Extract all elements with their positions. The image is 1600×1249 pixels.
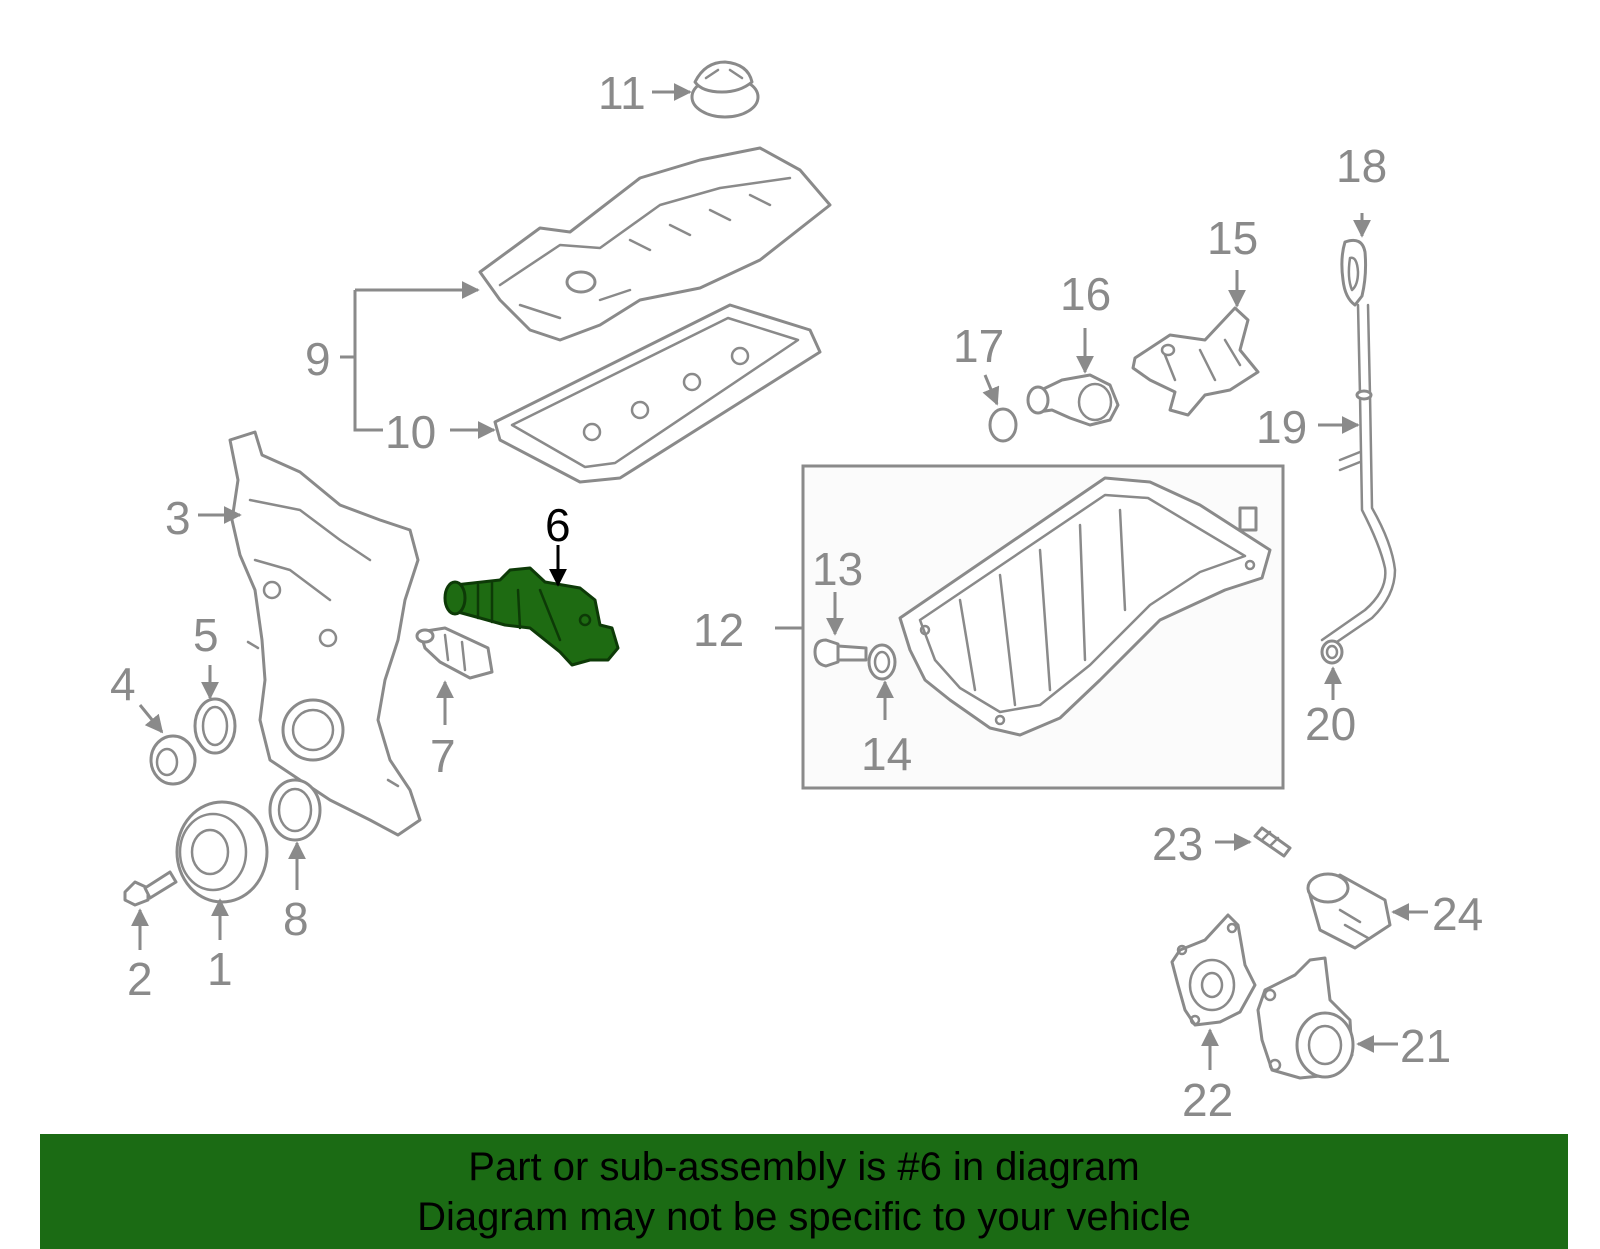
timing-chain-cover[interactable] [228, 430, 422, 837]
callout-16[interactable]: 16 [1060, 268, 1111, 320]
bolt[interactable] [123, 870, 178, 907]
callout-3[interactable]: 3 [165, 492, 191, 544]
callout-21[interactable]: 21 [1400, 1020, 1451, 1072]
banner-line-disclaimer: Diagram may not be specific to your vehi… [417, 1194, 1191, 1239]
drain-plug[interactable] [813, 638, 868, 668]
callout-8[interactable]: 8 [283, 893, 309, 945]
oil-pan[interactable] [898, 476, 1272, 737]
callout-7[interactable]: 7 [430, 730, 456, 782]
callout-20[interactable]: 20 [1305, 698, 1356, 750]
valve-cover-gasket[interactable] [493, 303, 822, 484]
leader-17 [982, 374, 1000, 406]
callout-22[interactable]: 22 [1182, 1074, 1233, 1126]
callout-15[interactable]: 15 [1207, 212, 1258, 264]
sensor[interactable] [415, 626, 494, 680]
valve-cover[interactable] [478, 146, 832, 342]
leader-4 [138, 704, 164, 734]
oil-control-valve-solenoid[interactable] [443, 566, 620, 667]
dipstick-handle[interactable] [1340, 238, 1368, 307]
front-seal[interactable] [268, 778, 322, 842]
bracket-9-10 [353, 290, 383, 432]
plug[interactable] [149, 734, 197, 786]
filter-stud[interactable] [1253, 826, 1292, 858]
bracket[interactable] [1131, 306, 1260, 417]
callout-23[interactable]: 23 [1152, 818, 1203, 870]
dipstick-tube[interactable] [1320, 303, 1397, 650]
callout-2[interactable]: 2 [127, 953, 153, 1005]
dipstick-o-ring[interactable] [1320, 639, 1344, 665]
callout-5[interactable]: 5 [193, 609, 219, 661]
callout-24[interactable]: 24 [1432, 888, 1483, 940]
drain-plug-washer[interactable] [867, 643, 897, 681]
callout-12[interactable]: 12 [693, 604, 744, 656]
oil-filler-cap[interactable] [690, 60, 760, 119]
callout-19[interactable]: 19 [1256, 401, 1307, 453]
o-ring[interactable] [988, 407, 1018, 443]
callout-18[interactable]: 18 [1336, 140, 1387, 192]
callout-1[interactable]: 1 [207, 943, 233, 995]
adapter-plate[interactable] [1170, 913, 1257, 1027]
callout-6[interactable]: 6 [545, 499, 571, 551]
callout-17[interactable]: 17 [953, 320, 1004, 372]
callout-11[interactable]: 11 [598, 67, 646, 119]
banner-line-part: Part or sub-assembly is #6 in diagram [468, 1144, 1140, 1189]
oil-filter[interactable] [1306, 872, 1392, 950]
seal[interactable] [193, 697, 237, 755]
callout-13[interactable]: 13 [812, 543, 863, 595]
info-banner: Part or sub-assembly is #6 in diagram Di… [40, 1134, 1568, 1249]
crankshaft-pulley[interactable] [175, 800, 269, 904]
oil-filter-housing[interactable] [1256, 956, 1355, 1080]
callout-10[interactable]: 10 [385, 406, 436, 458]
fitting[interactable] [1026, 373, 1120, 427]
callout-4[interactable]: 4 [110, 658, 136, 710]
callout-14[interactable]: 14 [861, 728, 912, 780]
callout-9[interactable]: 9 [305, 333, 331, 385]
